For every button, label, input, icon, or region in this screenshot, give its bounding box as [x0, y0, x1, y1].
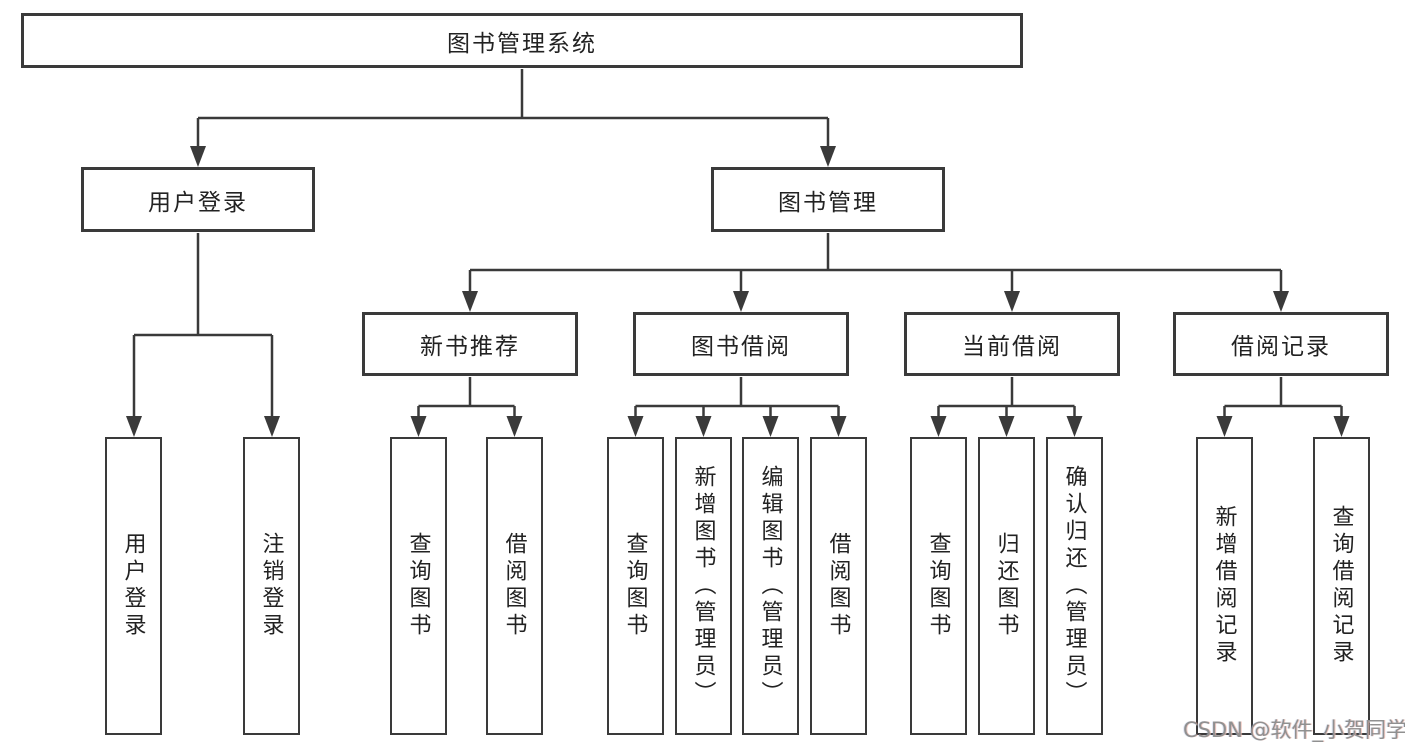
leaf-add-borrow-record: 新增借阅记录: [1196, 437, 1253, 735]
leaf-query-books: 查询图书: [390, 437, 447, 735]
node-label: 新书推荐: [420, 334, 520, 359]
leaf-label: 用户登录: [121, 532, 147, 640]
leaf-logout: 注销登录: [243, 437, 300, 735]
leaf-add-books-admin: 新增图书（管理员）: [675, 437, 732, 735]
node-library-management-system: 图书管理系统: [21, 13, 1023, 68]
node-label: 图书管理系统: [447, 30, 597, 56]
node-book-borrowing: 图书借阅: [633, 312, 849, 376]
node-current-borrowing: 当前借阅: [904, 312, 1120, 376]
leaf-user-login: 用户登录: [105, 437, 162, 735]
leaf-confirm-return-admin: 确认归还（管理员）: [1046, 437, 1103, 735]
leaf-label: 确认归还（管理员）: [1062, 464, 1088, 708]
leaf-label: 借阅图书: [826, 532, 852, 640]
node-label: 图书借阅: [691, 334, 791, 359]
leaf-label: 查询图书: [926, 532, 952, 640]
leaf-query-books: 查询图书: [910, 437, 967, 735]
leaf-query-borrow-record: 查询借阅记录: [1313, 437, 1370, 735]
csdn-watermark: CSDN @软件_小贺同学: [1183, 718, 1405, 742]
leaf-label: 新增借阅记录: [1212, 505, 1238, 667]
leaf-label: 归还图书: [994, 532, 1020, 640]
leaf-edit-books-admin: 编辑图书（管理员）: [742, 437, 799, 735]
leaf-label: 注销登录: [259, 532, 285, 640]
leaf-query-books: 查询图书: [607, 437, 664, 735]
leaf-label: 借阅图书: [502, 532, 528, 640]
leaf-borrow-books: 借阅图书: [486, 437, 543, 735]
leaf-label: 查询借阅记录: [1329, 505, 1355, 667]
leaf-label: 查询图书: [623, 532, 649, 640]
leaf-return-books: 归还图书: [978, 437, 1035, 735]
node-user-login: 用户登录: [81, 167, 315, 232]
leaf-label: 编辑图书（管理员）: [758, 464, 784, 708]
node-label: 借阅记录: [1231, 334, 1331, 359]
leaf-label: 新增图书（管理员）: [691, 464, 717, 708]
node-label: 用户登录: [148, 189, 248, 215]
node-label: 图书管理: [778, 189, 878, 215]
node-book-management: 图书管理: [711, 167, 945, 232]
leaf-label: 查询图书: [406, 532, 432, 640]
node-borrowing-records: 借阅记录: [1173, 312, 1389, 376]
leaf-borrow-books: 借阅图书: [810, 437, 867, 735]
node-new-book-recommendation: 新书推荐: [362, 312, 578, 376]
node-label: 当前借阅: [962, 334, 1062, 359]
